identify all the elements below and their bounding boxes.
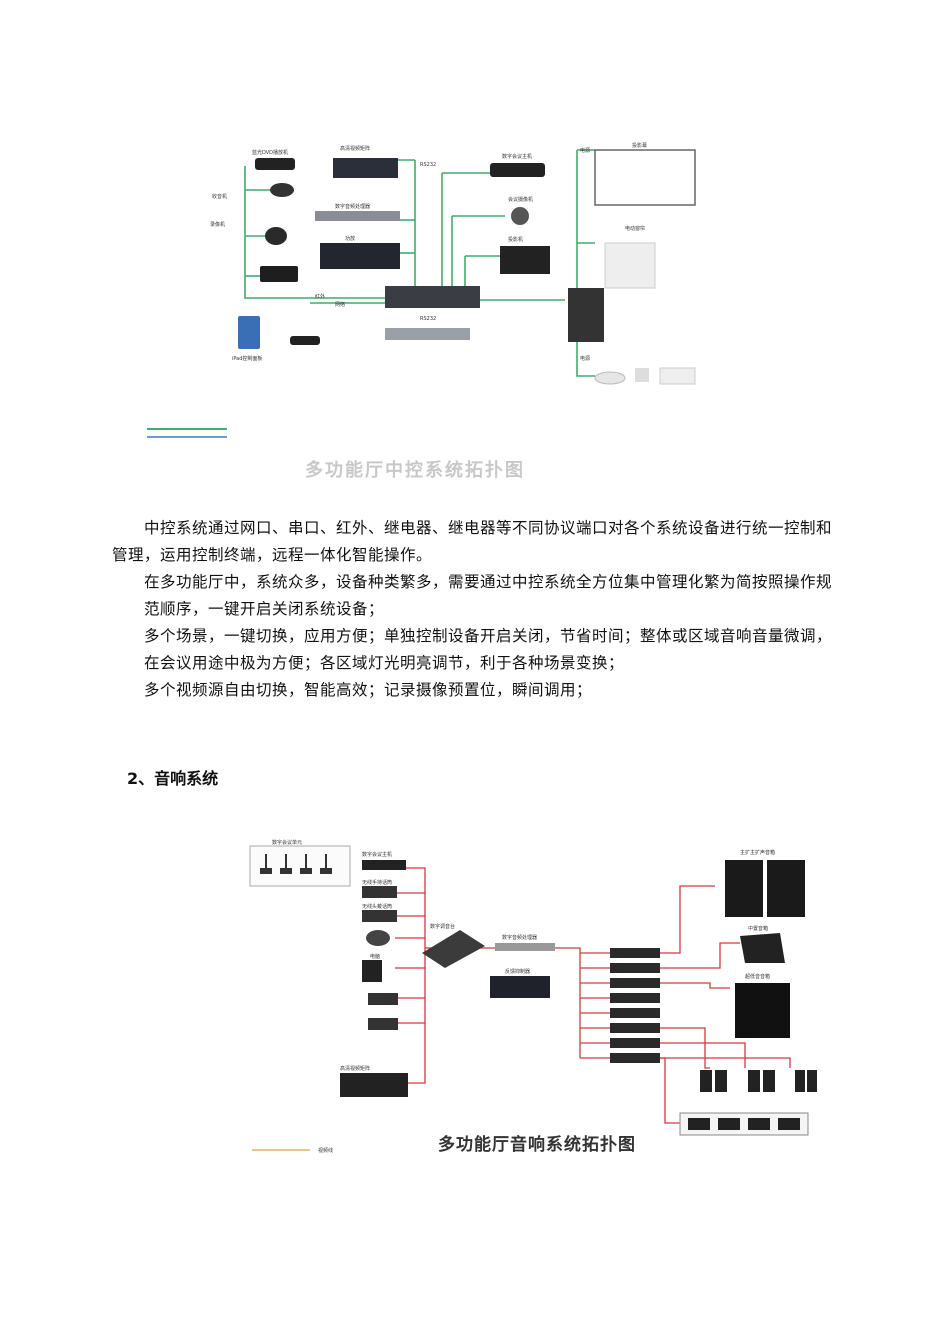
central-control-host-icon	[385, 286, 480, 308]
section-heading: 2、音响系统	[127, 769, 219, 788]
svg-text:主扩主扩声音箱: 主扩主扩声音箱	[740, 849, 775, 856]
svg-text:反馈抑制器: 反馈抑制器	[505, 968, 530, 975]
svg-text:RS232: RS232	[420, 162, 436, 168]
body-text: 中控系统通过网口、串口、红外、继电器、继电器等不同协议端口对各个系统设备进行统一…	[112, 515, 847, 704]
paragraph-3: 多个场景，一键切换，应用方便；单独控制设备开启关闭，节省时间；整体或区域音响音量…	[144, 627, 833, 672]
figure1-caption: 多功能厅中控系统拓扑图	[305, 460, 525, 481]
svg-text:会议摄像机: 会议摄像机	[508, 196, 533, 203]
svg-text:高清视频矩阵: 高清视频矩阵	[340, 1065, 370, 1072]
svg-text:超低音音箱: 超低音音箱	[745, 973, 770, 980]
svg-text:蓝光DVD播放机: 蓝光DVD播放机	[252, 149, 288, 156]
svg-text:数字调音台: 数字调音台	[430, 923, 455, 930]
svg-text:无线头戴话筒: 无线头戴话筒	[362, 903, 392, 910]
paragraph-2: 在多功能厅中，系统众多，设备种类繁多，需要通过中控系统全方位集中管理化繁为简按照…	[144, 573, 833, 618]
paragraph-1: 中控系统通过网口、串口、红外、继电器、继电器等不同协议端口对各个系统设备进行统一…	[112, 519, 833, 564]
subwoofer-icon	[735, 983, 790, 1038]
center-speaker-icon	[740, 933, 785, 963]
svg-text:收音机: 收音机	[212, 193, 227, 200]
svg-text:高清视频矩阵: 高清视频矩阵	[340, 145, 370, 152]
svg-text:RS232: RS232	[420, 316, 436, 322]
svg-text:数字音频处理器: 数字音频处理器	[335, 203, 370, 210]
recorder-icon	[265, 227, 287, 245]
paragraph-4: 多个视频源自由切换，智能高效；记录摄像预置位，瞬间调用；	[144, 681, 593, 699]
svg-text:无线手持话筒: 无线手持话筒	[362, 879, 392, 886]
svg-text:数字会议单元: 数字会议单元	[272, 839, 302, 846]
bluray-player-icon	[255, 158, 295, 170]
ipad-icon	[238, 316, 260, 349]
control-topology-figure: 蓝光DVD播放机 高清视频矩阵 数字音频处理器 功放 数字会议主机 会议摄像机 …	[190, 138, 735, 400]
figure1-legend	[147, 428, 227, 438]
main-speaker-right-icon	[767, 860, 805, 917]
svg-text:录像机: 录像机	[210, 221, 225, 228]
svg-text:电源: 电源	[580, 355, 590, 362]
mixer-icon	[422, 930, 485, 968]
video-matrix-icon	[333, 158, 398, 178]
svg-text:投影机: 投影机	[508, 236, 523, 243]
svg-text:数字会议主机: 数字会议主机	[362, 851, 392, 858]
svg-text:投影幕: 投影幕	[632, 142, 647, 149]
radio-icon	[270, 183, 294, 197]
svg-text:视频线: 视频线	[318, 1147, 333, 1154]
svg-text:红外: 红外	[315, 293, 325, 300]
audio-topology-diagram: 数字会议单元 数字会议主机 无线手持话筒 无线头戴话筒 电脑 数字调音台 数字音…	[249, 839, 817, 1155]
svg-text:电脑: 电脑	[370, 953, 380, 960]
audio-topology-figure: 数字会议单元 数字会议主机 无线手持话筒 无线头戴话筒 电脑 数字调音台 数字音…	[240, 838, 820, 1168]
svg-text:网络: 网络	[335, 301, 345, 308]
projector-icon	[500, 246, 550, 274]
svg-text:多功能厅音响系统拓扑图: 多功能厅音响系统拓扑图	[438, 1134, 636, 1155]
svg-text:电动窗帘: 电动窗帘	[625, 225, 645, 232]
svg-text:数字会议主机: 数字会议主机	[502, 153, 532, 160]
control-topology-diagram: 蓝光DVD播放机 高清视频矩阵 数字音频处理器 功放 数字会议主机 会议摄像机 …	[210, 142, 696, 385]
svg-text:数字音频处理器: 数字音频处理器	[502, 934, 537, 941]
svg-text:电源: 电源	[580, 147, 590, 154]
main-speaker-left-icon	[725, 860, 763, 917]
camera-icon	[511, 207, 529, 225]
router-icon	[290, 336, 320, 345]
svg-text:中置音箱: 中置音箱	[748, 925, 768, 932]
svg-text:iPad控制面板: iPad控制面板	[232, 355, 262, 362]
projection-screen-icon	[594, 149, 696, 206]
svg-text:功放: 功放	[345, 235, 355, 242]
